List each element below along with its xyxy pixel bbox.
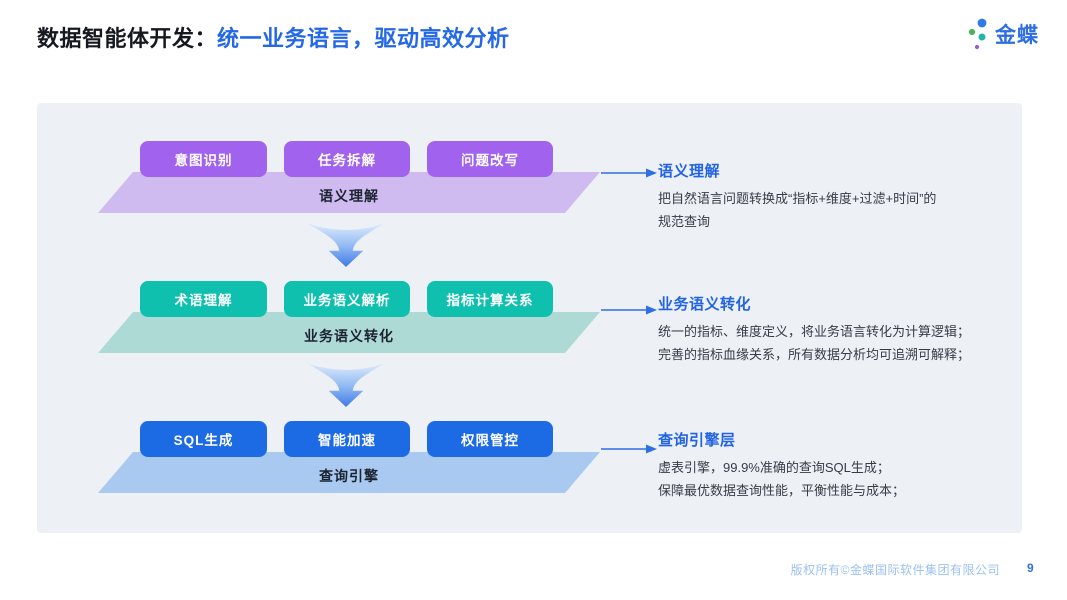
chip-question-rewrite: 问题改写: [427, 141, 553, 177]
kingdee-logo: 金蝶: [968, 16, 1039, 52]
page-title-accent: 统一业务语言，驱动高效分析: [217, 26, 510, 51]
page-number: 9: [1027, 561, 1034, 575]
chip-intent-recognition: 意图识别: [140, 141, 267, 177]
desc-title: 查询引擎层: [658, 432, 736, 449]
layer-platform-semantic: 语义理解: [98, 172, 600, 213]
desc-line: 规范查询: [658, 213, 711, 229]
desc-semantic: 语义理解 把自然语言问题转换成“指标+维度+过滤+时间”的 规范查询: [658, 160, 1028, 234]
connector-arrow-icon: [601, 444, 657, 454]
layer-platform-business: 业务语义转化: [98, 312, 600, 353]
connector-arrow-icon: [601, 168, 657, 178]
chip-smart-acceleration: 智能加速: [284, 421, 410, 457]
chip-sql-generation: SQL生成: [140, 421, 267, 457]
layer-platform-query-engine: 查询引擎: [98, 452, 600, 493]
page-title-black: 数据智能体开发：: [37, 26, 218, 51]
chip-permission-control: 权限管控: [427, 421, 553, 457]
desc-business: 业务语义转化 统一的指标、维度定义，将业务语言转化为计算逻辑； 完善的指标血缘关…: [658, 293, 1028, 367]
diagram-panel: 语义理解 意图识别 任务拆解 问题改写 语义理解 把自然语言问题转换成“指标+维…: [37, 103, 1022, 533]
desc-line: 保障最优数据查询性能，平衡性能与成本；: [658, 482, 906, 498]
desc-line: 完善的指标血缘关系，所有数据分析均可追溯可解释；: [658, 346, 971, 362]
kingdee-dots-icon: [968, 18, 987, 50]
copyright-text: 版权所有©金蝶国际软件集团有限公司: [790, 563, 1000, 577]
down-arrow-icon: [304, 222, 388, 268]
desc-title: 语义理解: [658, 163, 721, 180]
desc-line: 统一的指标、维度定义，将业务语言转化为计算逻辑；: [658, 324, 971, 339]
layer-label: 查询引擎: [319, 468, 379, 484]
chip-business-semantic-parsing: 业务语义解析: [284, 281, 410, 317]
chip-term-understanding: 术语理解: [140, 281, 267, 317]
desc-query-engine: 查询引擎层 虚表引擎，99.9%准确的查询SQL生成； 保障最优数据查询性能，平…: [658, 429, 1028, 503]
desc-line: 虚表引擎，99.9%准确的查询SQL生成；: [658, 460, 890, 475]
desc-line: 把自然语言问题转换成“指标+维度+过滤+时间”的: [658, 191, 937, 206]
layer-label: 业务语义转化: [304, 328, 394, 344]
chip-metric-calc-relation: 指标计算关系: [427, 281, 553, 317]
logo-text: 金蝶: [995, 24, 1039, 47]
desc-title: 业务语义转化: [658, 296, 752, 313]
chip-task-decomposition: 任务拆解: [284, 141, 410, 177]
page-title: 数据智能体开发：统一业务语言，驱动高效分析: [37, 21, 510, 53]
connector-arrow-icon: [601, 305, 657, 315]
layer-label: 语义理解: [319, 188, 379, 204]
down-arrow-icon: [304, 362, 388, 408]
